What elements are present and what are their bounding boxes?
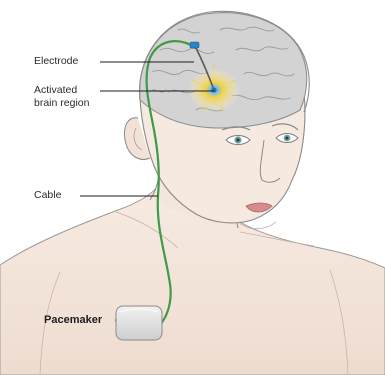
electrode-tip [212,88,217,93]
pacemaker-label: Pacemaker [44,314,102,327]
electrode-label: Electrode [34,55,78,68]
electrode-cap [190,42,199,48]
activated-region-label: Activated brain region [34,84,89,110]
pacemaker-device [116,306,162,340]
cable-label: Cable [34,189,61,202]
